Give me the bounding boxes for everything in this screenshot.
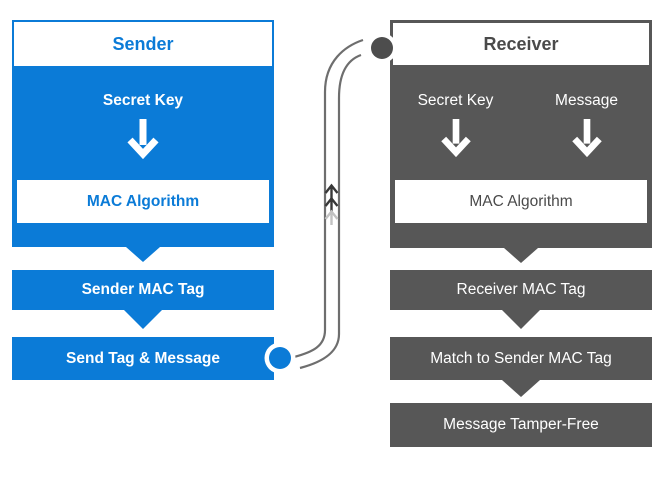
sender-mac-tag-box: Sender MAC Tag <box>12 270 274 310</box>
receiver-mac-algorithm-box: MAC Algorithm <box>395 180 647 223</box>
up-arrow-icon <box>324 209 339 225</box>
sender-header: Sender <box>12 20 274 68</box>
sender-title: Sender <box>112 33 174 54</box>
receiver-title: Receiver <box>483 33 559 54</box>
flow-notch <box>124 310 162 329</box>
receiver-secret-key-label: Secret Key <box>417 92 494 109</box>
connector-line-outer <box>293 38 364 359</box>
up-arrow-icon <box>324 196 339 212</box>
sender-mac-algorithm-box: MAC Algorithm <box>17 180 269 223</box>
flow-notch <box>504 248 538 263</box>
send-tag-message-box: Send Tag & Message <box>12 337 274 380</box>
message-tamper-free-label: Message Tamper-Free <box>443 416 599 433</box>
up-arrow-icon <box>324 183 339 199</box>
down-arrow-icon <box>569 117 605 164</box>
down-arrow-icon <box>124 117 162 166</box>
match-to-sender-mac-tag-label: Match to Sender MAC Tag <box>430 349 612 367</box>
receiver-mac-tag-box: Receiver MAC Tag <box>390 270 652 310</box>
receiver-header: Receiver <box>390 20 652 68</box>
flow-notch <box>502 380 540 397</box>
message-tamper-free-box: Message Tamper-Free <box>390 403 652 447</box>
connector-line-inner <box>299 53 362 370</box>
flow-notch <box>502 310 540 329</box>
sender-mac-tag-label: Sender MAC Tag <box>81 281 205 298</box>
send-tag-message-label: Send Tag & Message <box>66 349 220 367</box>
receiver-mac-tag-label: Receiver MAC Tag <box>456 281 586 298</box>
receiver-body: Secret Key Message MAC Algorithm <box>390 68 652 248</box>
receiver-message-label: Message <box>555 92 618 109</box>
sender-secret-key-label: Secret Key <box>102 92 184 109</box>
sender-body: Secret Key MAC Algorithm <box>12 68 274 247</box>
down-arrow-icon <box>438 117 474 164</box>
receiver-secret-key-group: Secret Key <box>390 68 521 178</box>
receiver-message-group: Message <box>521 68 652 178</box>
flow-notch <box>126 247 160 262</box>
match-to-sender-mac-tag-box: Match to Sender MAC Tag <box>390 337 652 380</box>
